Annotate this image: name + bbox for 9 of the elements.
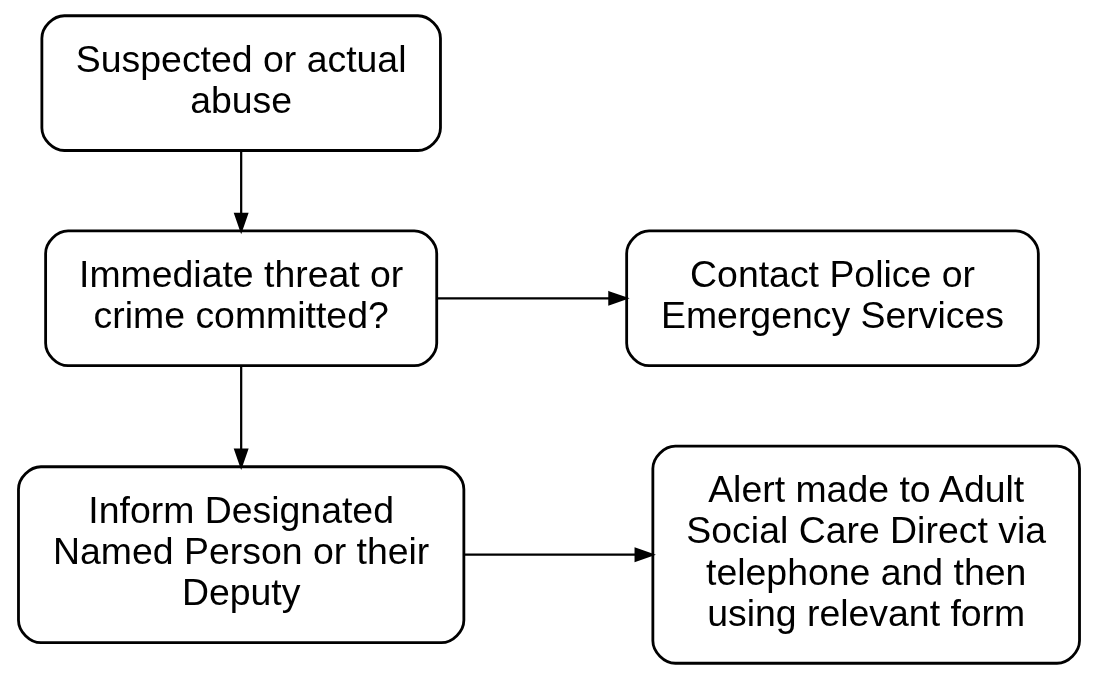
node-box: Inform Designated Named Person or their Deputy (17, 465, 466, 645)
arrow (233, 150, 249, 235)
node-box: Immediate threat or crime committed? (44, 229, 439, 368)
node-box: Suspected or actual abuse (40, 14, 442, 152)
node-box: Contact Police or Emergency Services (625, 229, 1040, 368)
arrow (463, 547, 656, 563)
arrow (436, 290, 630, 306)
node-box: Alert made to Adult Social Care Direct via telephone and then using relevant form (651, 444, 1081, 665)
arrow (233, 365, 249, 470)
